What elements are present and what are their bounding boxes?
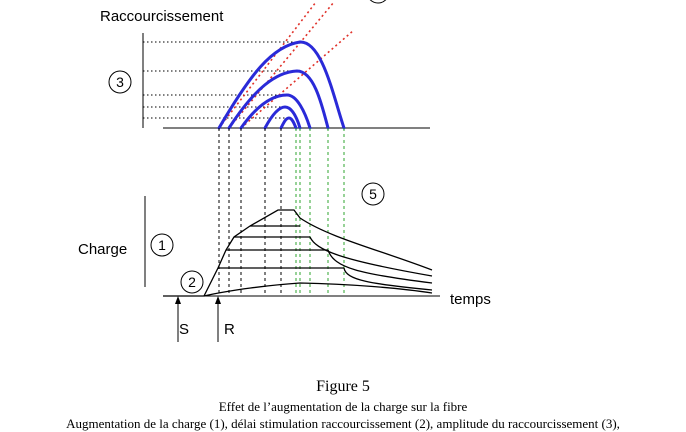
relaxation-curve [299, 217, 433, 271]
load-axis-label: Charge [78, 241, 127, 258]
relaxation-curve [343, 267, 433, 291]
marker-2: 2 [180, 270, 204, 294]
marker-1: 1 [150, 233, 174, 257]
twitch-curve [263, 105, 302, 130]
figure-caption-subtitle: Effet de l’augmentation de la charge sur… [218, 399, 468, 414]
marker-5: 5 [361, 182, 385, 206]
shortening-axis-label: Raccourcissement [100, 8, 224, 25]
tangent-line [228, 1, 335, 129]
response-label: R [224, 321, 235, 338]
marker-3-label: 3 [116, 74, 124, 90]
twitch-curve [227, 69, 330, 130]
relaxation-curve [327, 249, 433, 284]
stimulus-label: S [179, 321, 189, 338]
twitch-curve [279, 116, 298, 130]
marker-1-label: 1 [158, 237, 166, 253]
relaxation-curve [309, 236, 433, 277]
guide-lines [218, 128, 345, 295]
response-marker [215, 296, 221, 342]
arrow-up-icon [175, 296, 181, 304]
tangent-lines [218, 1, 355, 129]
load-curves [163, 209, 433, 297]
twitch-curve [239, 93, 312, 130]
load-panel: Charge temps S R [78, 182, 491, 342]
time-axis-label: temps [450, 291, 491, 308]
marker-2-label: 2 [188, 274, 196, 290]
relaxation-curve [203, 282, 433, 297]
twitch-curves [217, 40, 346, 130]
marker-5-label: 5 [369, 186, 377, 202]
figure-caption-description: Augmentation de la charge (1), délai sti… [66, 416, 620, 431]
shortening-panel: Raccourcissement 3 [100, 0, 430, 130]
arrow-up-icon [215, 296, 221, 304]
stimulus-marker [175, 296, 181, 342]
marker-3: 3 [108, 70, 132, 94]
tangent-line [240, 29, 355, 129]
figure-caption-title: Figure 5 [316, 378, 370, 395]
marker-partial [369, 0, 387, 4]
twitch-curve [217, 40, 346, 130]
tangent-line [218, 1, 317, 129]
